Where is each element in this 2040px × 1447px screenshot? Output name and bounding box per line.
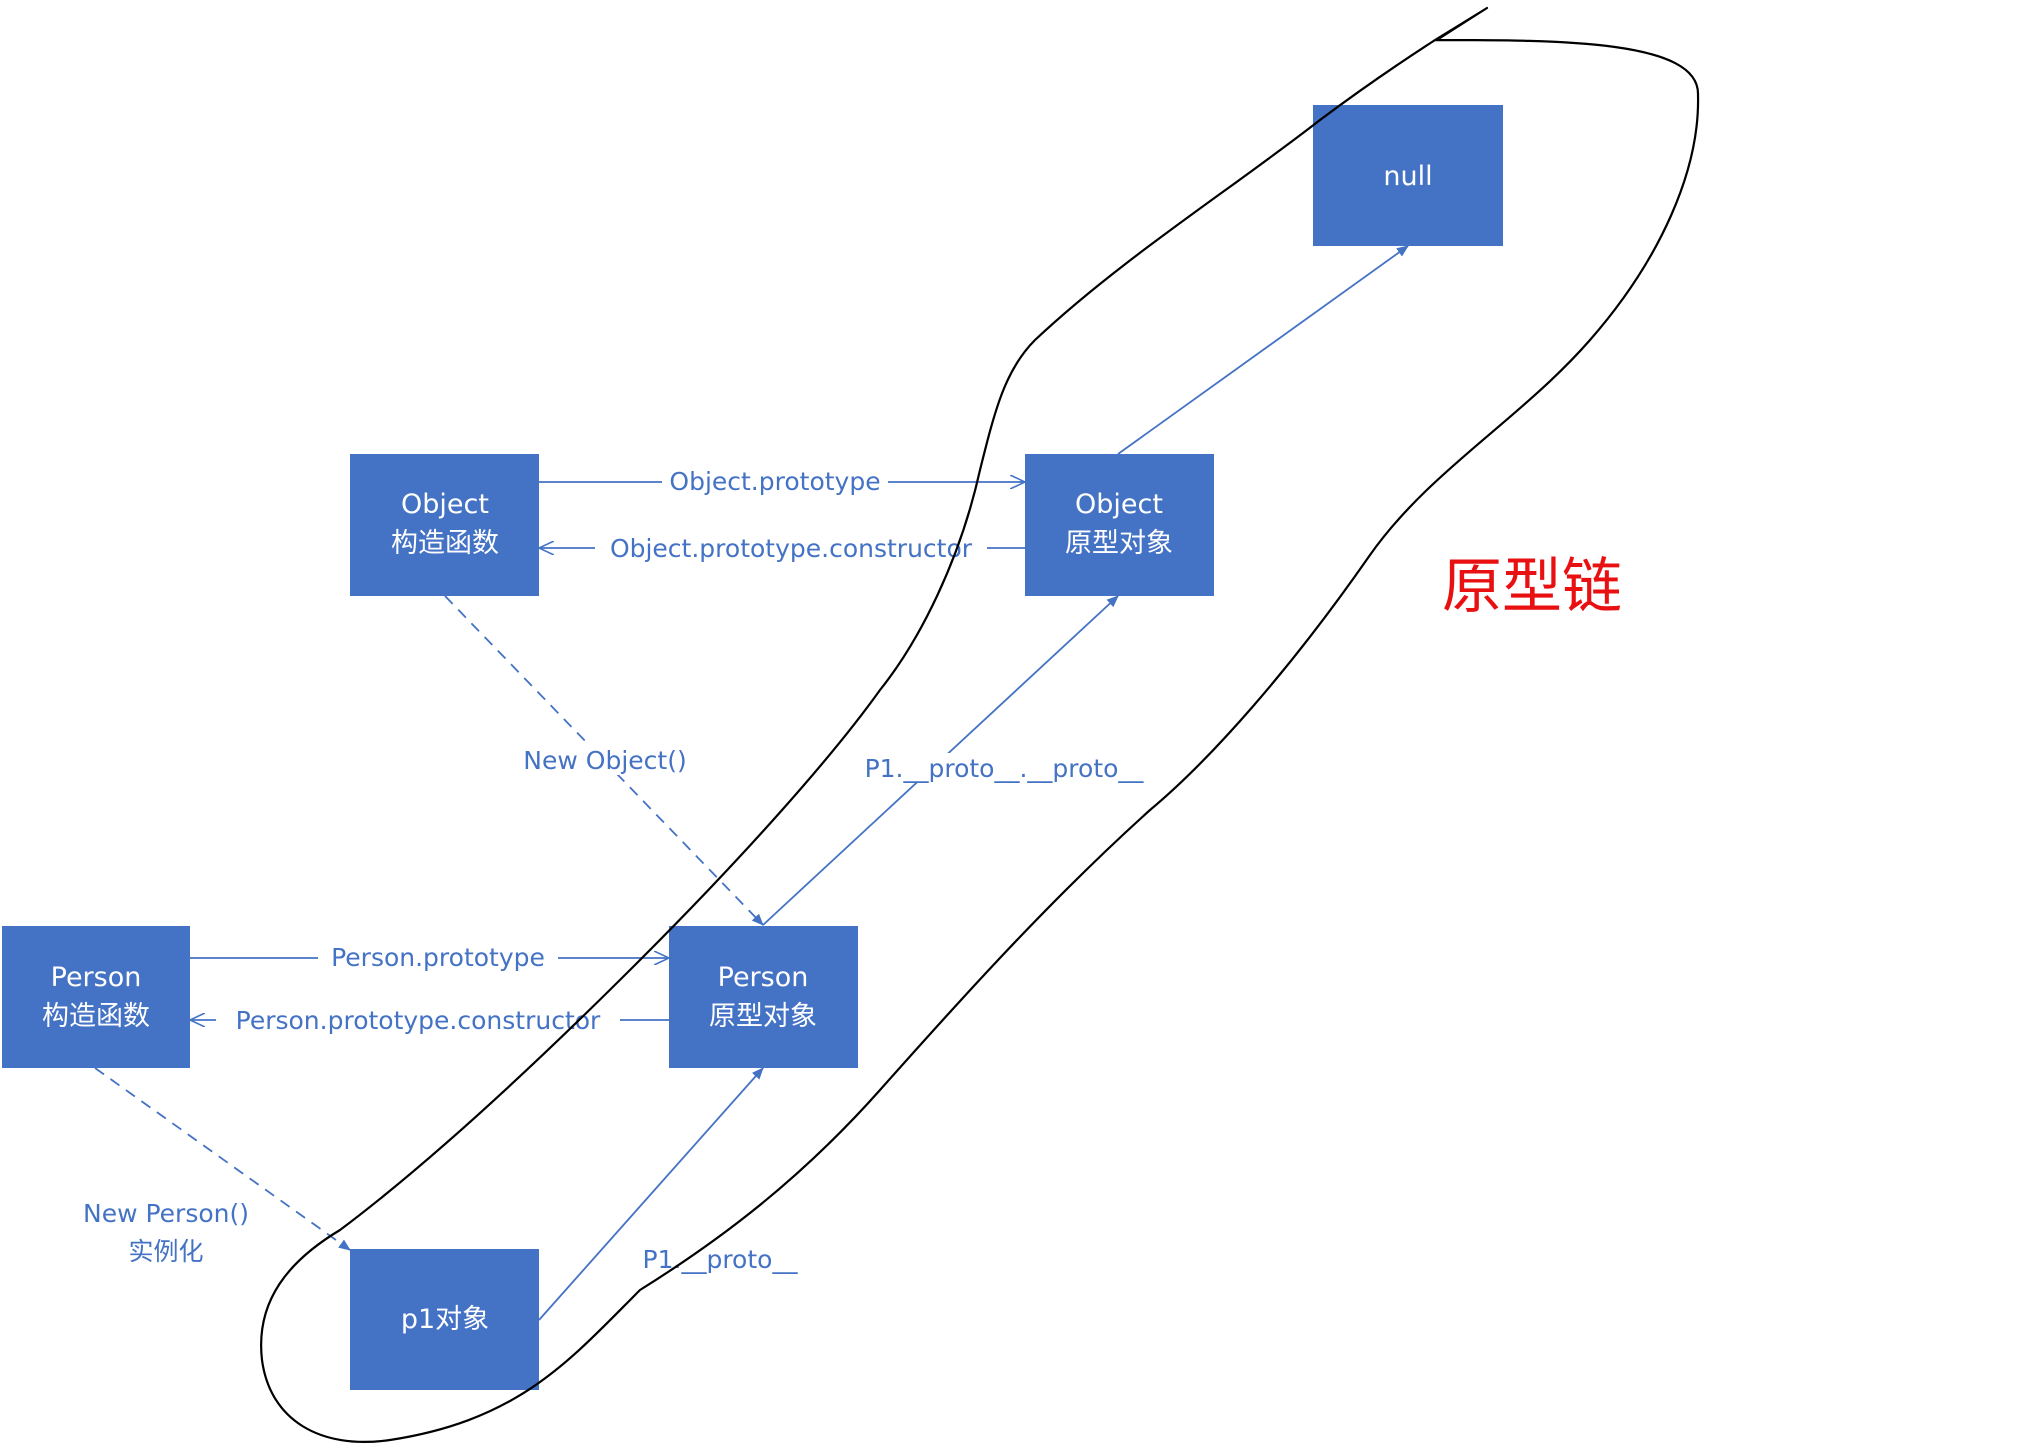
person-prototype-line1: Person [718, 962, 809, 993]
object-proto-to-null-line [1117, 245, 1409, 455]
null-node: null [1313, 105, 1503, 246]
p1-object-label: p1对象 [401, 1304, 489, 1335]
person-prototype-label: Person.prototype [331, 943, 545, 972]
object-constructor-label: Object.prototype.constructor [610, 534, 973, 563]
object-constructor-line1: Object [401, 489, 489, 520]
person-prototype-node: Person 原型对象 [669, 926, 858, 1068]
proto-proto-label: P1.__proto__.__proto__ [865, 754, 1144, 783]
new-person-label-line2: 实例化 [128, 1237, 203, 1266]
person-prototype-line2: 原型对象 [709, 1001, 817, 1032]
person-constructor-line1: Person [51, 962, 142, 993]
object-prototype-line1: Object [1075, 489, 1163, 520]
object-prototype-node: Object 原型对象 [1025, 454, 1214, 596]
prototype-chain-loop [260, 6, 1700, 1443]
new-person-line [94, 1067, 351, 1251]
p1-proto-label: P1.__proto__ [643, 1245, 798, 1274]
object-constructor-node: Object 构造函数 [350, 454, 539, 596]
edge-labels: Object.prototype Object.prototype.constr… [83, 466, 1158, 1274]
prototype-chain-title: 原型链 [1442, 552, 1622, 622]
null-node-label: null [1383, 161, 1432, 192]
person-constructor-node: Person 构造函数 [2, 926, 190, 1068]
object-prototype-line2: 原型对象 [1065, 528, 1173, 559]
person-constructor-label: Person.prototype.constructor [236, 1006, 601, 1035]
nodes: null Object 构造函数 Object 原型对象 Person 构造函数… [2, 105, 1503, 1390]
connectors [94, 245, 1409, 1321]
object-prototype-label: Object.prototype [669, 467, 880, 496]
p1-proto-line [538, 1067, 764, 1321]
object-constructor-line2: 构造函数 [391, 528, 499, 559]
person-constructor-line2: 构造函数 [42, 1001, 150, 1032]
p1-object-node: p1对象 [350, 1249, 539, 1390]
new-object-label: New Object() [523, 746, 686, 775]
new-person-label-line1: New Person() [83, 1199, 249, 1228]
